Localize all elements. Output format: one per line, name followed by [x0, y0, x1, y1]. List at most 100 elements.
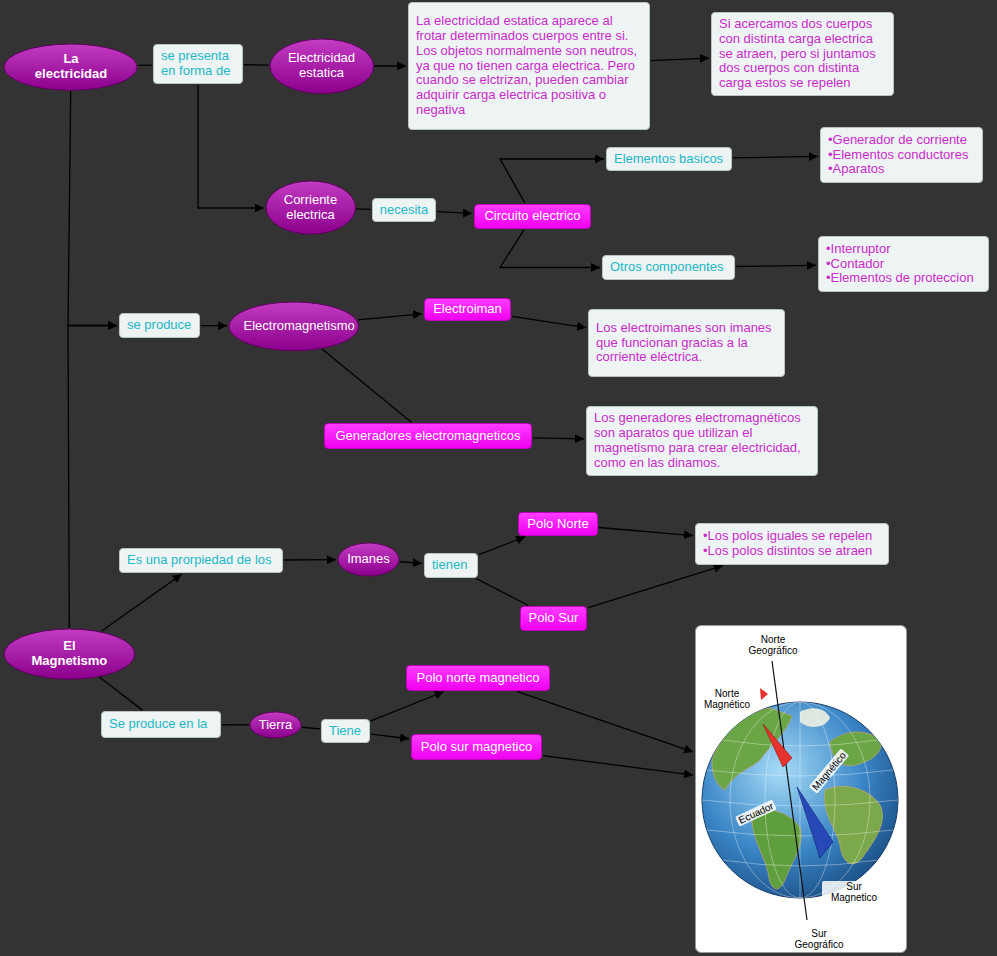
connector-arrow: [500, 230, 600, 268]
connector-arrow: [358, 314, 422, 320]
globe-label: Magnético: [809, 748, 850, 793]
concept-label: Electroiman: [433, 302, 502, 317]
connector-arrow: [588, 566, 722, 608]
connector-arrow: [68, 91, 117, 325]
concept-box: Polo Norte: [518, 512, 597, 536]
connector-line: [322, 349, 412, 423]
linking-text: se produce: [127, 318, 192, 333]
connector-line: [476, 578, 528, 605]
south-needle: [797, 787, 833, 858]
globe-label: Norte Magnético: [697, 688, 757, 710]
concept-label: Electricidad estatica: [283, 51, 359, 81]
geographic-axis: [772, 661, 807, 920]
continent: [825, 786, 883, 863]
connector-arrow: [284, 559, 336, 561]
linking-text: se presenta en forma de: [161, 49, 235, 79]
concept-label: La electricidad: [27, 52, 114, 82]
description-text: •Generador de corriente: [828, 133, 975, 148]
connector-arrow: [500, 159, 604, 203]
description-text: •Los polos iguales se repelen: [703, 529, 881, 544]
connector-arrow: [543, 756, 693, 775]
concept-label: El Magnetismo: [24, 639, 115, 669]
description-box: •Interruptor•Contador•Elementos de prote…: [818, 236, 989, 292]
linking-text: Elementos basicos: [614, 152, 724, 167]
linking-text: necesita: [380, 203, 428, 218]
linking-phrase: necesita: [372, 198, 436, 222]
concept-label: Electromagnetismo: [243, 319, 344, 334]
concept-ellipse: Electricidad estatica: [269, 38, 375, 95]
connector-line: [138, 64, 152, 66]
connector-arrow: [371, 692, 444, 721]
connector-arrow: [733, 156, 818, 157]
ellipse-shape: [266, 181, 356, 234]
concept-box: Generadores electromagneticos: [324, 423, 532, 449]
description-text: La electricidad estatica aparece al frot…: [416, 14, 642, 119]
description-box: La electricidad estatica aparece al frot…: [408, 2, 650, 130]
connector-arrow: [512, 316, 586, 327]
concept-label: Polo norte magnetico: [417, 671, 540, 686]
description-text: Si acercamos dos cuerpos con distinta ca…: [719, 17, 886, 92]
connector-arrow: [736, 265, 816, 266]
linking-phrase: se presenta en forma de: [153, 44, 243, 84]
globe-label: Sur Geográfico: [787, 928, 851, 950]
connector-arrow: [479, 537, 525, 555]
connector-arrow: [651, 58, 709, 61]
description-box: Si acercamos dos cuerpos con distinta ca…: [711, 12, 894, 97]
connector-arrow: [437, 212, 472, 214]
concept-box: Electroiman: [424, 298, 511, 321]
concept-box: Circuito electrico: [474, 204, 591, 229]
linking-text: Tiene: [329, 724, 362, 739]
linking-text: tienen: [432, 558, 470, 573]
connector-line: [356, 208, 371, 210]
linking-phrase: Tiene: [321, 719, 370, 743]
linking-text: Otros componentes: [610, 260, 727, 275]
concept-ellipse: Corriente electrica: [265, 180, 357, 235]
globe-label: Norte Geográfico: [743, 634, 803, 656]
connector-arrow: [517, 691, 693, 752]
connector-arrow: [374, 65, 406, 66]
concept-label: Circuito electrico: [484, 209, 580, 224]
connector-line: [99, 677, 142, 710]
linking-phrase: se produce: [119, 313, 200, 338]
connector-arrow: [599, 527, 693, 535]
ellipse-shape: [270, 39, 374, 94]
concept-ellipse: El Magnetismo: [3, 628, 136, 680]
concept-box: Polo sur magnetico: [411, 734, 542, 760]
description-box: •Generador de corriente•Elementos conduc…: [820, 127, 983, 183]
ellipse-shape: [338, 543, 399, 576]
globe-label: Ecuador: [735, 799, 777, 826]
connector-line: [222, 724, 249, 725]
connector-arrow: [68, 326, 117, 628]
concept-label: Corriente electrica: [278, 193, 343, 223]
linking-phrase: Otros componentes: [602, 255, 735, 280]
concept-ellipse: Electromagnetismo: [228, 301, 360, 352]
concept-box: Polo Sur: [520, 606, 588, 631]
connector-arrow: [198, 85, 264, 208]
ellipse-shape: [229, 302, 359, 351]
description-text: •Interruptor: [826, 242, 981, 257]
description-text: •Aparatos: [828, 162, 975, 177]
ellipse-shape: [250, 712, 301, 738]
connector-line: [302, 727, 320, 729]
linking-phrase: tienen: [424, 553, 478, 578]
description-text: Los generadores electromagnéticos son ap…: [594, 411, 810, 471]
description-box: Los generadores electromagnéticos son ap…: [586, 406, 818, 476]
ellipse-shape: [4, 44, 137, 90]
description-text: •Contador: [826, 257, 981, 272]
concept-ellipse: Tierra: [249, 711, 302, 739]
connector-arrow: [201, 325, 227, 326]
linking-phrase: Elementos basicos: [606, 147, 732, 171]
description-text: •Elementos conductores: [828, 148, 975, 163]
concept-ellipse: Imanes: [337, 542, 400, 577]
description-text: •Elementos de proteccion: [826, 271, 981, 286]
concept-label: Polo Sur: [529, 611, 579, 626]
globe-figure: Norte GeográficoNorte MagnéticoMagnético…: [695, 625, 907, 953]
concept-label: Generadores electromagneticos: [336, 429, 521, 444]
connector-arrow: [371, 734, 409, 739]
north-needle: [763, 724, 792, 767]
linking-text: Se produce en la: [109, 717, 213, 732]
concept-ellipse: La electricidad: [3, 43, 138, 91]
concept-label: Tierra: [259, 718, 292, 733]
concept-label: Imanes: [347, 552, 390, 567]
